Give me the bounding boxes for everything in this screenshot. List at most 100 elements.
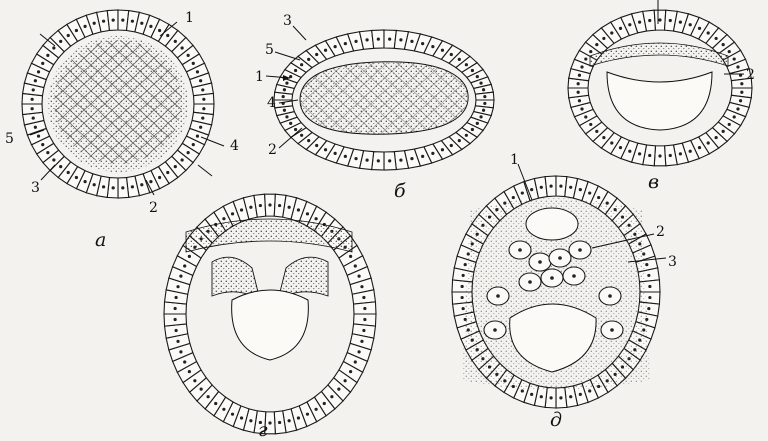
- cell-nucleus: [240, 208, 243, 211]
- panel-b-callout-5: 5: [265, 42, 274, 58]
- cell-nucleus: [558, 256, 562, 260]
- cell-nucleus: [518, 248, 522, 252]
- cell-nucleus: [192, 143, 195, 146]
- cell-nucleus: [471, 128, 474, 131]
- cell-nucleus: [458, 139, 461, 142]
- cell-nucleus: [733, 115, 736, 118]
- cell-nucleus: [188, 370, 191, 373]
- cell-nucleus: [196, 70, 199, 73]
- cell-nucleus: [465, 63, 468, 66]
- cell-nucleus: [441, 148, 444, 151]
- cell-nucleus: [349, 255, 352, 258]
- cell-nucleus: [462, 274, 465, 277]
- cell-nucleus: [647, 274, 650, 277]
- cell-nucleus: [602, 37, 605, 40]
- cell-nucleus: [207, 395, 210, 398]
- cell-nucleus: [93, 183, 96, 186]
- cell-nucleus: [648, 154, 651, 157]
- cell-nucleus: [75, 176, 78, 179]
- cell-nucleus: [619, 146, 622, 149]
- cell-nucleus: [249, 206, 252, 209]
- panel-a: 1 2 3 4 5 а: [5, 10, 239, 251]
- cell-nucleus: [196, 135, 199, 138]
- cell-nucleus: [465, 134, 468, 137]
- cell-nucleus: [610, 31, 613, 34]
- cell-nucleus: [578, 74, 581, 77]
- cell-nucleus: [200, 387, 203, 390]
- cell-nucleus: [140, 183, 143, 186]
- cell-nucleus: [410, 40, 413, 43]
- cell-nucleus: [669, 19, 672, 22]
- cell-nucleus: [588, 191, 591, 194]
- cell-nucleus: [450, 53, 453, 56]
- cell-nucleus: [559, 185, 562, 188]
- cell-nucleus: [648, 296, 651, 299]
- cell-nucleus: [289, 122, 292, 125]
- cell-nucleus: [584, 57, 587, 60]
- cell-nucleus: [357, 275, 360, 278]
- cell-nucleus: [360, 340, 363, 343]
- cell-nucleus: [595, 130, 598, 133]
- cell-nucleus: [174, 40, 177, 43]
- cell-nucleus: [37, 135, 40, 138]
- cell-nucleus: [83, 25, 86, 28]
- panel-d-callout-3: 3: [668, 254, 677, 270]
- cell-nucleus: [334, 152, 337, 155]
- cell-nucleus: [121, 186, 124, 189]
- cell-nucleus: [201, 116, 204, 119]
- cell-nucleus: [722, 43, 725, 46]
- cell-nucleus: [59, 40, 62, 43]
- cell-nucleus: [377, 37, 380, 40]
- cell-nucleus: [579, 188, 582, 191]
- cell-nucleus: [337, 387, 340, 390]
- cell-nucleus: [496, 294, 500, 298]
- cell-nucleus: [610, 328, 614, 332]
- cell-nucleus: [528, 280, 532, 284]
- cell-nucleus: [728, 50, 731, 53]
- cell-nucleus: [193, 379, 196, 382]
- cell-nucleus: [166, 171, 169, 174]
- cell-nucleus: [698, 146, 701, 149]
- cell-nucleus: [431, 45, 434, 48]
- cell-nucleus: [698, 27, 701, 30]
- cell-nucleus: [174, 296, 177, 299]
- cell-nucleus: [187, 54, 190, 57]
- cell-nucleus: [589, 50, 592, 53]
- cell-nucleus: [283, 88, 286, 91]
- cell-nucleus: [294, 128, 297, 131]
- cell-nucleus: [549, 185, 552, 188]
- cell-nucleus: [297, 208, 300, 211]
- cell-nucleus: [354, 40, 357, 43]
- cell-nucleus: [619, 27, 622, 30]
- cell-nucleus: [259, 204, 262, 207]
- cell-nucleus: [183, 360, 186, 363]
- cell-nucleus: [181, 46, 184, 49]
- cell-nucleus: [324, 148, 327, 151]
- cell-nucleus: [37, 70, 40, 73]
- cell-nucleus: [658, 18, 661, 21]
- cell-nucleus: [458, 58, 461, 61]
- cell-nucleus: [728, 123, 731, 126]
- panel-d-callout-2: 2: [656, 224, 665, 240]
- cell-nucleus: [32, 116, 35, 119]
- cell-nucleus: [354, 264, 357, 267]
- cell-nucleus: [362, 296, 365, 299]
- cell-nucleus: [67, 34, 70, 37]
- cell-nucleus: [602, 136, 605, 139]
- cell-nucleus: [597, 196, 600, 199]
- panel-d-label: д: [550, 409, 562, 431]
- cell-nucleus: [707, 31, 710, 34]
- cell-nucleus: [268, 203, 271, 206]
- cell-nucleus: [158, 176, 161, 179]
- cell-nucleus: [715, 136, 718, 139]
- cell-nucleus: [540, 186, 543, 189]
- cell-nucleus: [399, 159, 402, 162]
- cell-nucleus: [112, 186, 115, 189]
- cell-nucleus: [658, 154, 661, 157]
- cell-nucleus: [112, 19, 115, 22]
- cell-nucleus: [330, 395, 333, 398]
- cell-nucleus: [377, 159, 380, 162]
- cell-nucleus: [679, 21, 682, 24]
- cell-nucleus: [131, 20, 134, 23]
